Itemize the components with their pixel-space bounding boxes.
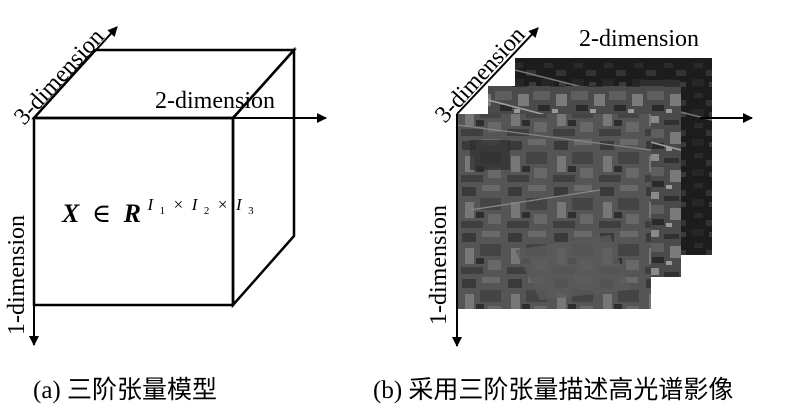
caption-a: (a) 三阶张量模型 <box>33 376 217 404</box>
axis-label-1-dimension-b: 1-dimension <box>426 205 452 325</box>
panel-a-cube: 1-dimension 2-dimension 3-dimension X ∈ … <box>4 24 326 404</box>
axis-label-1-dimension: 1-dimension <box>4 215 30 335</box>
axis-label-2-dimension: 2-dimension <box>155 88 275 114</box>
axis-label-2-dimension-b: 2-dimension <box>579 26 699 52</box>
image-slice-front <box>457 114 651 309</box>
formula-element-of: ∈ <box>92 199 111 228</box>
tensor-formula: X ∈ R I 1 × I 2 × I 3 <box>61 187 254 228</box>
axis-label-3-dimension: 3-dimension <box>9 24 109 130</box>
caption-b: (b) 采用三阶张量描述高光谱影像 <box>373 376 733 404</box>
formula-real-set: R <box>123 199 141 228</box>
formula-tensor-var: X <box>61 199 80 228</box>
panel-b-hyperspectral: 1-dimension 2-dimension 3-dimension (b) … <box>373 22 752 404</box>
